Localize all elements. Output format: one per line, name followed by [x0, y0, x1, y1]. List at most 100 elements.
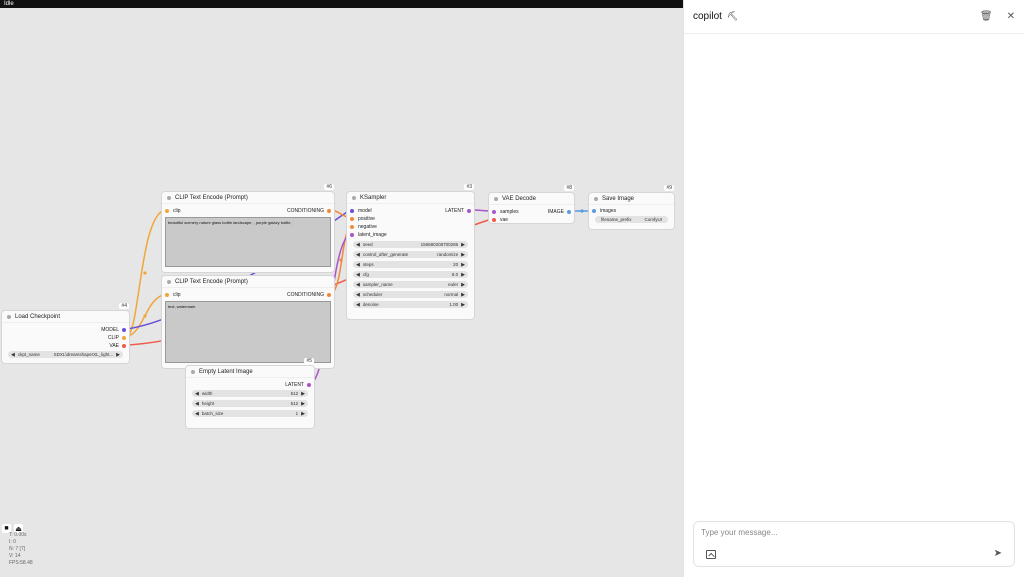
arrow-right-icon[interactable]: ▶	[461, 271, 465, 278]
arrow-right-icon[interactable]: ▶	[301, 390, 305, 397]
port-dot-icon[interactable]	[492, 209, 496, 214]
port-dot-icon[interactable]	[467, 208, 471, 213]
port-dot-icon[interactable]	[350, 224, 354, 229]
arrow-left-icon[interactable]: ◀	[356, 241, 360, 248]
port-dot-icon[interactable]	[122, 327, 126, 332]
input-samples[interactable]: samples	[492, 208, 519, 215]
node-title[interactable]: CLIP Text Encode (Prompt)	[162, 276, 334, 288]
arrow-left-icon[interactable]: ◀	[11, 351, 15, 358]
collapse-dot-icon[interactable]	[167, 279, 171, 284]
collapse-dot-icon[interactable]	[167, 195, 171, 200]
node-title[interactable]: VAE Decode	[489, 193, 574, 205]
port-dot-icon[interactable]	[592, 208, 596, 213]
port-dot-icon[interactable]	[307, 382, 311, 387]
arrow-left-icon[interactable]: ◀	[356, 301, 360, 308]
output-latent[interactable]: LATENT	[285, 381, 311, 388]
arrow-left-icon[interactable]: ◀	[195, 400, 199, 407]
collapse-dot-icon[interactable]	[494, 196, 498, 201]
node-canvas[interactable]: #4 Load Checkpoint MODEL CLIP VAE ◀ckpt_…	[0, 8, 683, 577]
node-title[interactable]: Save Image	[589, 193, 674, 205]
node-clip-text-encode-negative[interactable]: #7 CLIP Text Encode (Prompt) clip CONDIT…	[162, 276, 334, 368]
input-negative[interactable]: negative	[350, 223, 377, 230]
input-positive[interactable]: positive	[350, 215, 375, 222]
output-vae[interactable]: VAE	[109, 342, 126, 349]
node-title[interactable]: Load Checkpoint	[2, 311, 129, 323]
port-dot-icon[interactable]	[350, 232, 354, 237]
close-icon[interactable]: ✕	[1006, 11, 1015, 22]
port-dot-icon[interactable]	[165, 208, 169, 213]
output-image[interactable]: IMAGE	[548, 208, 571, 215]
message-input[interactable]	[701, 528, 981, 537]
node-title[interactable]: CLIP Text Encode (Prompt)	[162, 192, 334, 204]
arrow-right-icon[interactable]: ▶	[461, 251, 465, 258]
port-dot-icon[interactable]	[327, 208, 331, 213]
arrow-right-icon[interactable]: ▶	[461, 241, 465, 248]
port-dot-icon[interactable]	[165, 292, 169, 297]
collapse-dot-icon[interactable]	[594, 196, 598, 201]
port-dot-icon[interactable]	[122, 335, 126, 340]
port-dot-icon[interactable]	[350, 216, 354, 221]
collapse-dot-icon[interactable]	[7, 314, 11, 319]
arrow-left-icon[interactable]: ◀	[356, 251, 360, 258]
arrow-right-icon[interactable]: ▶	[461, 291, 465, 298]
menu-icon[interactable]: ■	[2, 524, 11, 533]
output-conditioning[interactable]: CONDITIONING	[287, 291, 331, 298]
collapse-dot-icon[interactable]	[191, 369, 195, 374]
collapse-dot-icon[interactable]	[352, 195, 356, 200]
send-icon[interactable]: ➤	[993, 548, 1002, 559]
prompt-textarea[interactable]: text, watermark	[165, 301, 331, 363]
arrow-left-icon[interactable]: ◀	[195, 390, 199, 397]
arrow-right-icon[interactable]: ▶	[301, 410, 305, 417]
image-icon[interactable]	[706, 550, 716, 559]
node-ksampler[interactable]: #3 KSampler model positive negative late…	[347, 184, 474, 319]
arrow-right-icon[interactable]: ▶	[461, 301, 465, 308]
node-title[interactable]: KSampler	[347, 192, 474, 204]
message-area[interactable]	[684, 34, 1024, 515]
input-latent-image[interactable]: latent_image	[350, 231, 387, 238]
port-dot-icon[interactable]	[327, 292, 331, 297]
arrow-left-icon[interactable]: ◀	[356, 281, 360, 288]
port-dot-icon[interactable]	[122, 343, 126, 348]
input-model[interactable]: model	[350, 207, 372, 214]
output-model[interactable]: MODEL	[101, 326, 126, 333]
upload-icon[interactable]: ⏏	[14, 524, 23, 533]
input-vae[interactable]: vae	[492, 216, 508, 223]
output-conditioning[interactable]: CONDITIONING	[287, 207, 331, 214]
trash-icon[interactable]: 🗑	[979, 11, 993, 22]
input-clip[interactable]: clip	[165, 207, 181, 214]
node-vae-decode[interactable]: #8 VAE Decode samples vae IMAGE	[489, 185, 574, 223]
output-latent[interactable]: LATENT	[445, 207, 471, 214]
arrow-left-icon[interactable]: ◀	[195, 410, 199, 417]
input-clip[interactable]: clip	[165, 291, 181, 298]
node-load-checkpoint[interactable]: #4 Load Checkpoint MODEL CLIP VAE ◀ckpt_…	[2, 303, 129, 363]
arrow-right-icon[interactable]: ▶	[301, 400, 305, 407]
prompt-textarea[interactable]: beautiful scenery nature glass bottle la…	[165, 217, 331, 267]
arrow-left-icon[interactable]: ◀	[356, 271, 360, 278]
node-title[interactable]: Empty Latent Image	[186, 366, 314, 378]
port-dot-icon[interactable]	[492, 217, 496, 222]
arrow-right-icon[interactable]: ▶	[461, 281, 465, 288]
input-images[interactable]: images	[592, 207, 616, 214]
output-clip[interactable]: CLIP	[108, 334, 126, 341]
arrow-right-icon[interactable]: ▶	[116, 351, 120, 358]
arrow-right-icon[interactable]: ▶	[461, 261, 465, 268]
port-dot-icon[interactable]	[567, 209, 571, 214]
node-clip-text-encode-positive[interactable]: #6 CLIP Text Encode (Prompt) clip CONDIT…	[162, 184, 334, 272]
arrow-left-icon[interactable]: ◀	[356, 291, 360, 298]
arrow-left-icon[interactable]: ◀	[356, 261, 360, 268]
port-dot-icon[interactable]	[350, 208, 354, 213]
